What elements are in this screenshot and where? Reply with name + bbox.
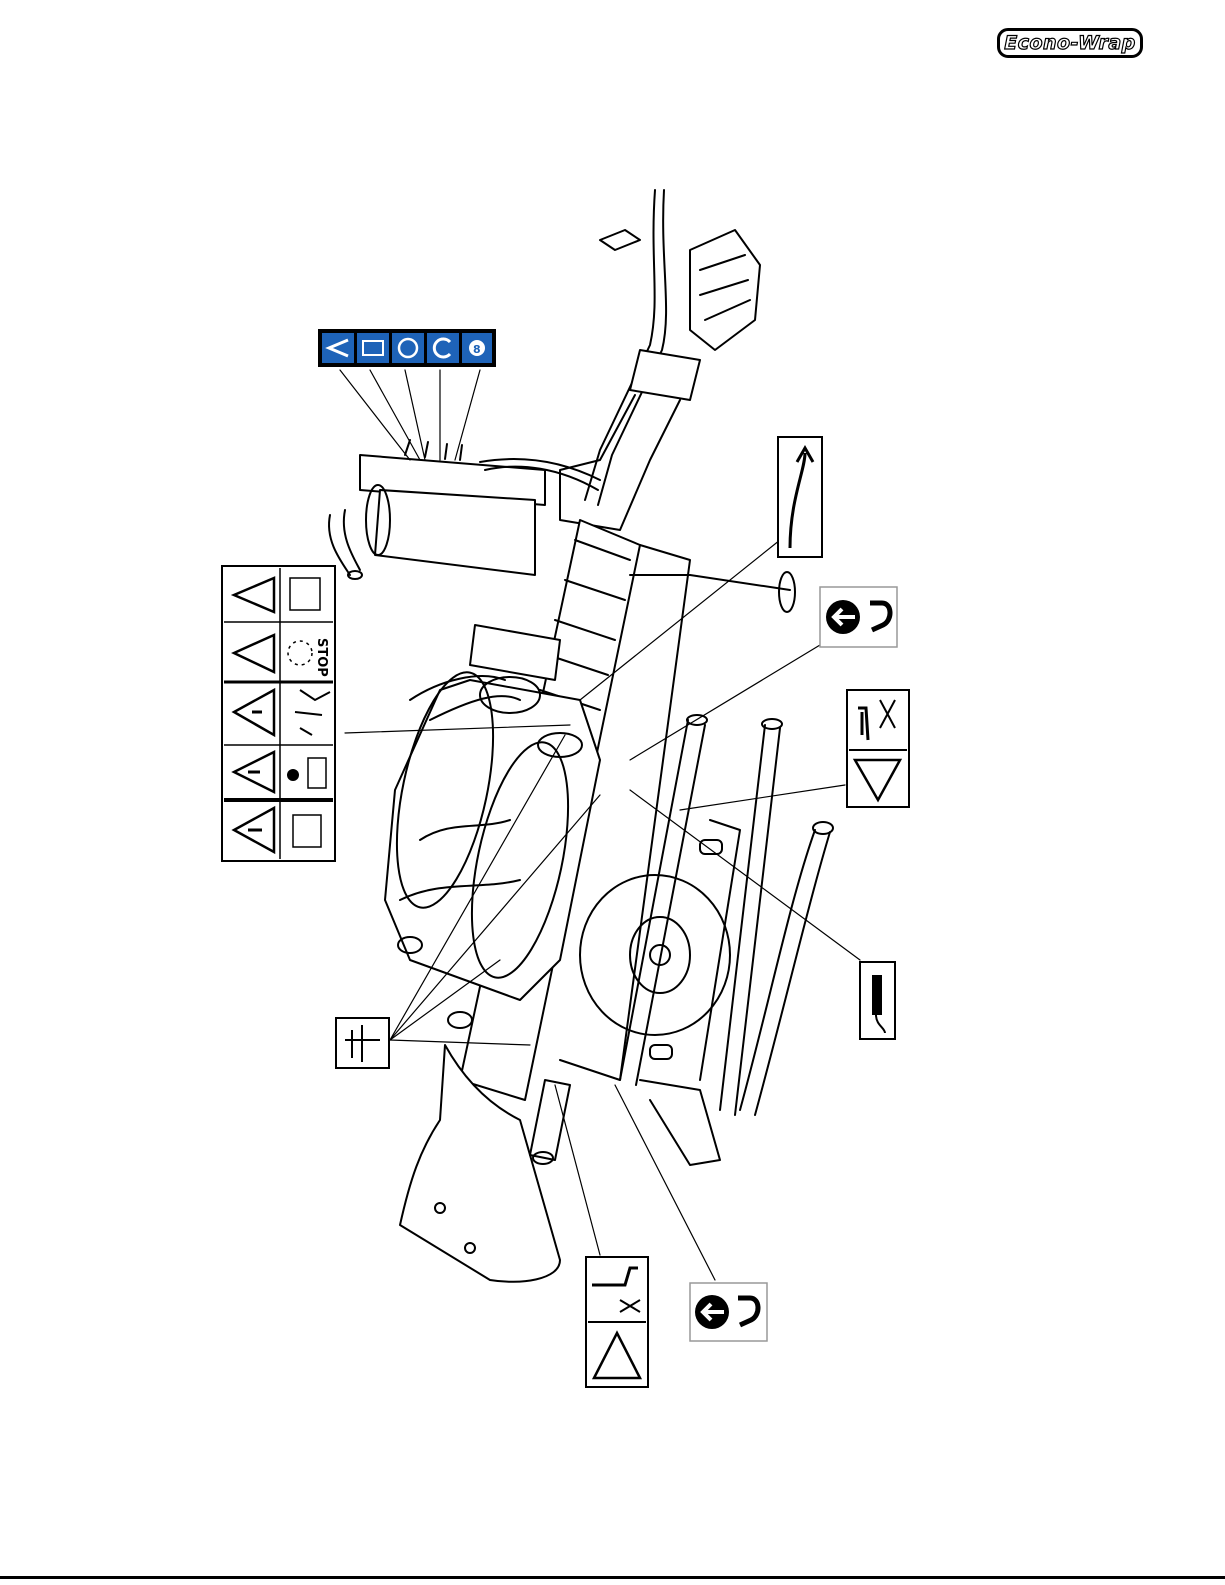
hydraulic-warning-decal <box>847 690 909 807</box>
operation-icon <box>392 333 424 363</box>
operation-icon <box>322 333 354 363</box>
safety-warning-panel: STOP <box>222 566 335 861</box>
operation-icon-strip: 8 <box>318 329 496 367</box>
hydraulic-warning-decal <box>586 1257 648 1387</box>
operation-icon <box>357 333 389 363</box>
operation-icon: 8 <box>462 333 492 363</box>
arm-tubes <box>620 715 833 1165</box>
lifting-point-decal <box>690 1283 767 1341</box>
lifting-point-decal <box>820 587 897 647</box>
stop-text: STOP <box>314 638 329 677</box>
jack-stand-decal <box>336 1018 389 1068</box>
drawbar <box>560 190 760 530</box>
rotation-arrow-decal <box>778 437 822 557</box>
hydraulic-cylinder <box>530 1080 570 1164</box>
page-bottom-rule <box>0 1576 1225 1579</box>
manual-holder-decal <box>860 962 895 1039</box>
operation-icon <box>427 333 459 363</box>
svg-text:8: 8 <box>473 343 481 356</box>
